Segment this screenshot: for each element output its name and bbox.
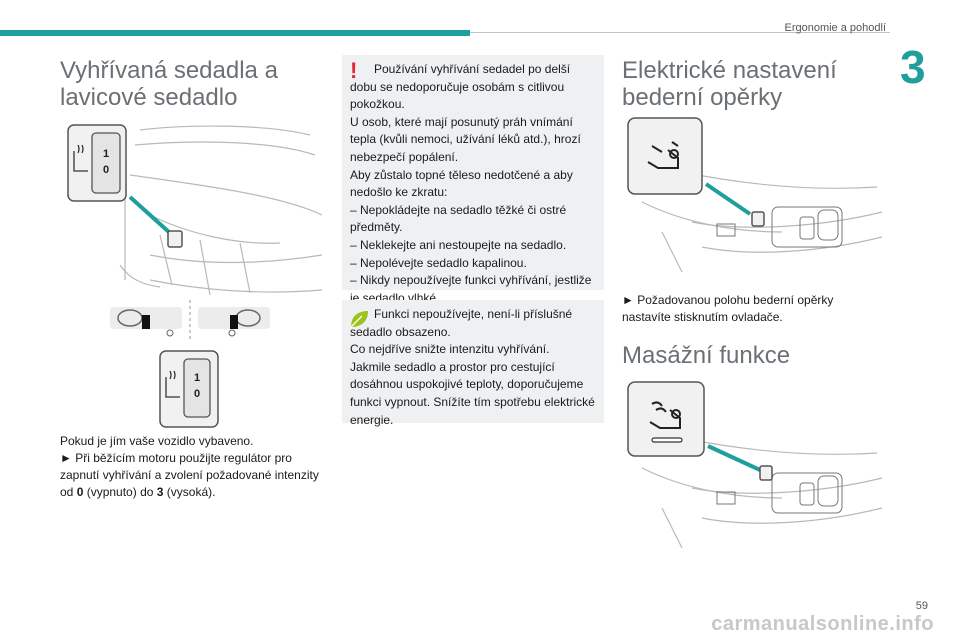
chapter-number: 3 xyxy=(900,41,926,93)
right-hand-drive-icon xyxy=(198,307,270,337)
warning-text: Používání vyhřívání sedadel po delší dob… xyxy=(350,62,592,305)
value-off: 0 xyxy=(76,485,84,499)
eco-text: Funkci nepoužívejte, není-li příslušné s… xyxy=(350,307,595,427)
lumbar-heading: Elektrické nastavení bederní opěrky xyxy=(622,57,837,111)
massage-heading: Masážní funkce xyxy=(622,342,791,369)
knob2-label-1: 1 xyxy=(194,372,200,384)
left-hand-drive-icon xyxy=(110,307,182,337)
lumbar-illustration xyxy=(627,117,883,273)
warning-icon: ! xyxy=(350,58,358,83)
eco-leaf-icon xyxy=(350,311,368,328)
header-accent-bar xyxy=(0,30,470,36)
seat-heat-icon xyxy=(73,144,88,172)
heated-seats-body: Pokud je jím vaše vozidlo vybaveno. ► Př… xyxy=(60,433,325,501)
header-rule xyxy=(470,32,890,33)
knob2-label-0: 0 xyxy=(194,388,200,400)
heated-seats-heading: Vyhřívaná sedadla a lavicové sedadlo xyxy=(60,57,278,111)
eco-box: Funkci nepoužívejte, není-li příslušné s… xyxy=(342,300,604,427)
knob-label-0: 0 xyxy=(103,164,109,176)
heated-seat-illustration: 1 0 1 0 xyxy=(67,124,323,428)
instruction-text: ► Při běžícím motoru použijte regulátor … xyxy=(60,451,319,499)
page-number: 59 xyxy=(915,600,928,612)
availability-note: Pokud je jím vaše vozidlo vybaveno. xyxy=(60,434,254,448)
massage-illustration xyxy=(627,381,883,549)
knob-label-1: 1 xyxy=(103,148,109,160)
warning-box: ! Používání vyhřívání sedadel po delší d… xyxy=(342,55,604,305)
lumbar-body: ► Požadovanou polohu bederní opěrky nast… xyxy=(622,293,834,324)
section-title: Ergonomie a pohodlí xyxy=(784,22,886,34)
massage-seat-icon xyxy=(649,401,681,429)
watermark: carmanualsonline.info xyxy=(711,613,934,635)
value-high: 3 xyxy=(156,485,164,499)
lumbar-seat-icon xyxy=(647,141,679,169)
